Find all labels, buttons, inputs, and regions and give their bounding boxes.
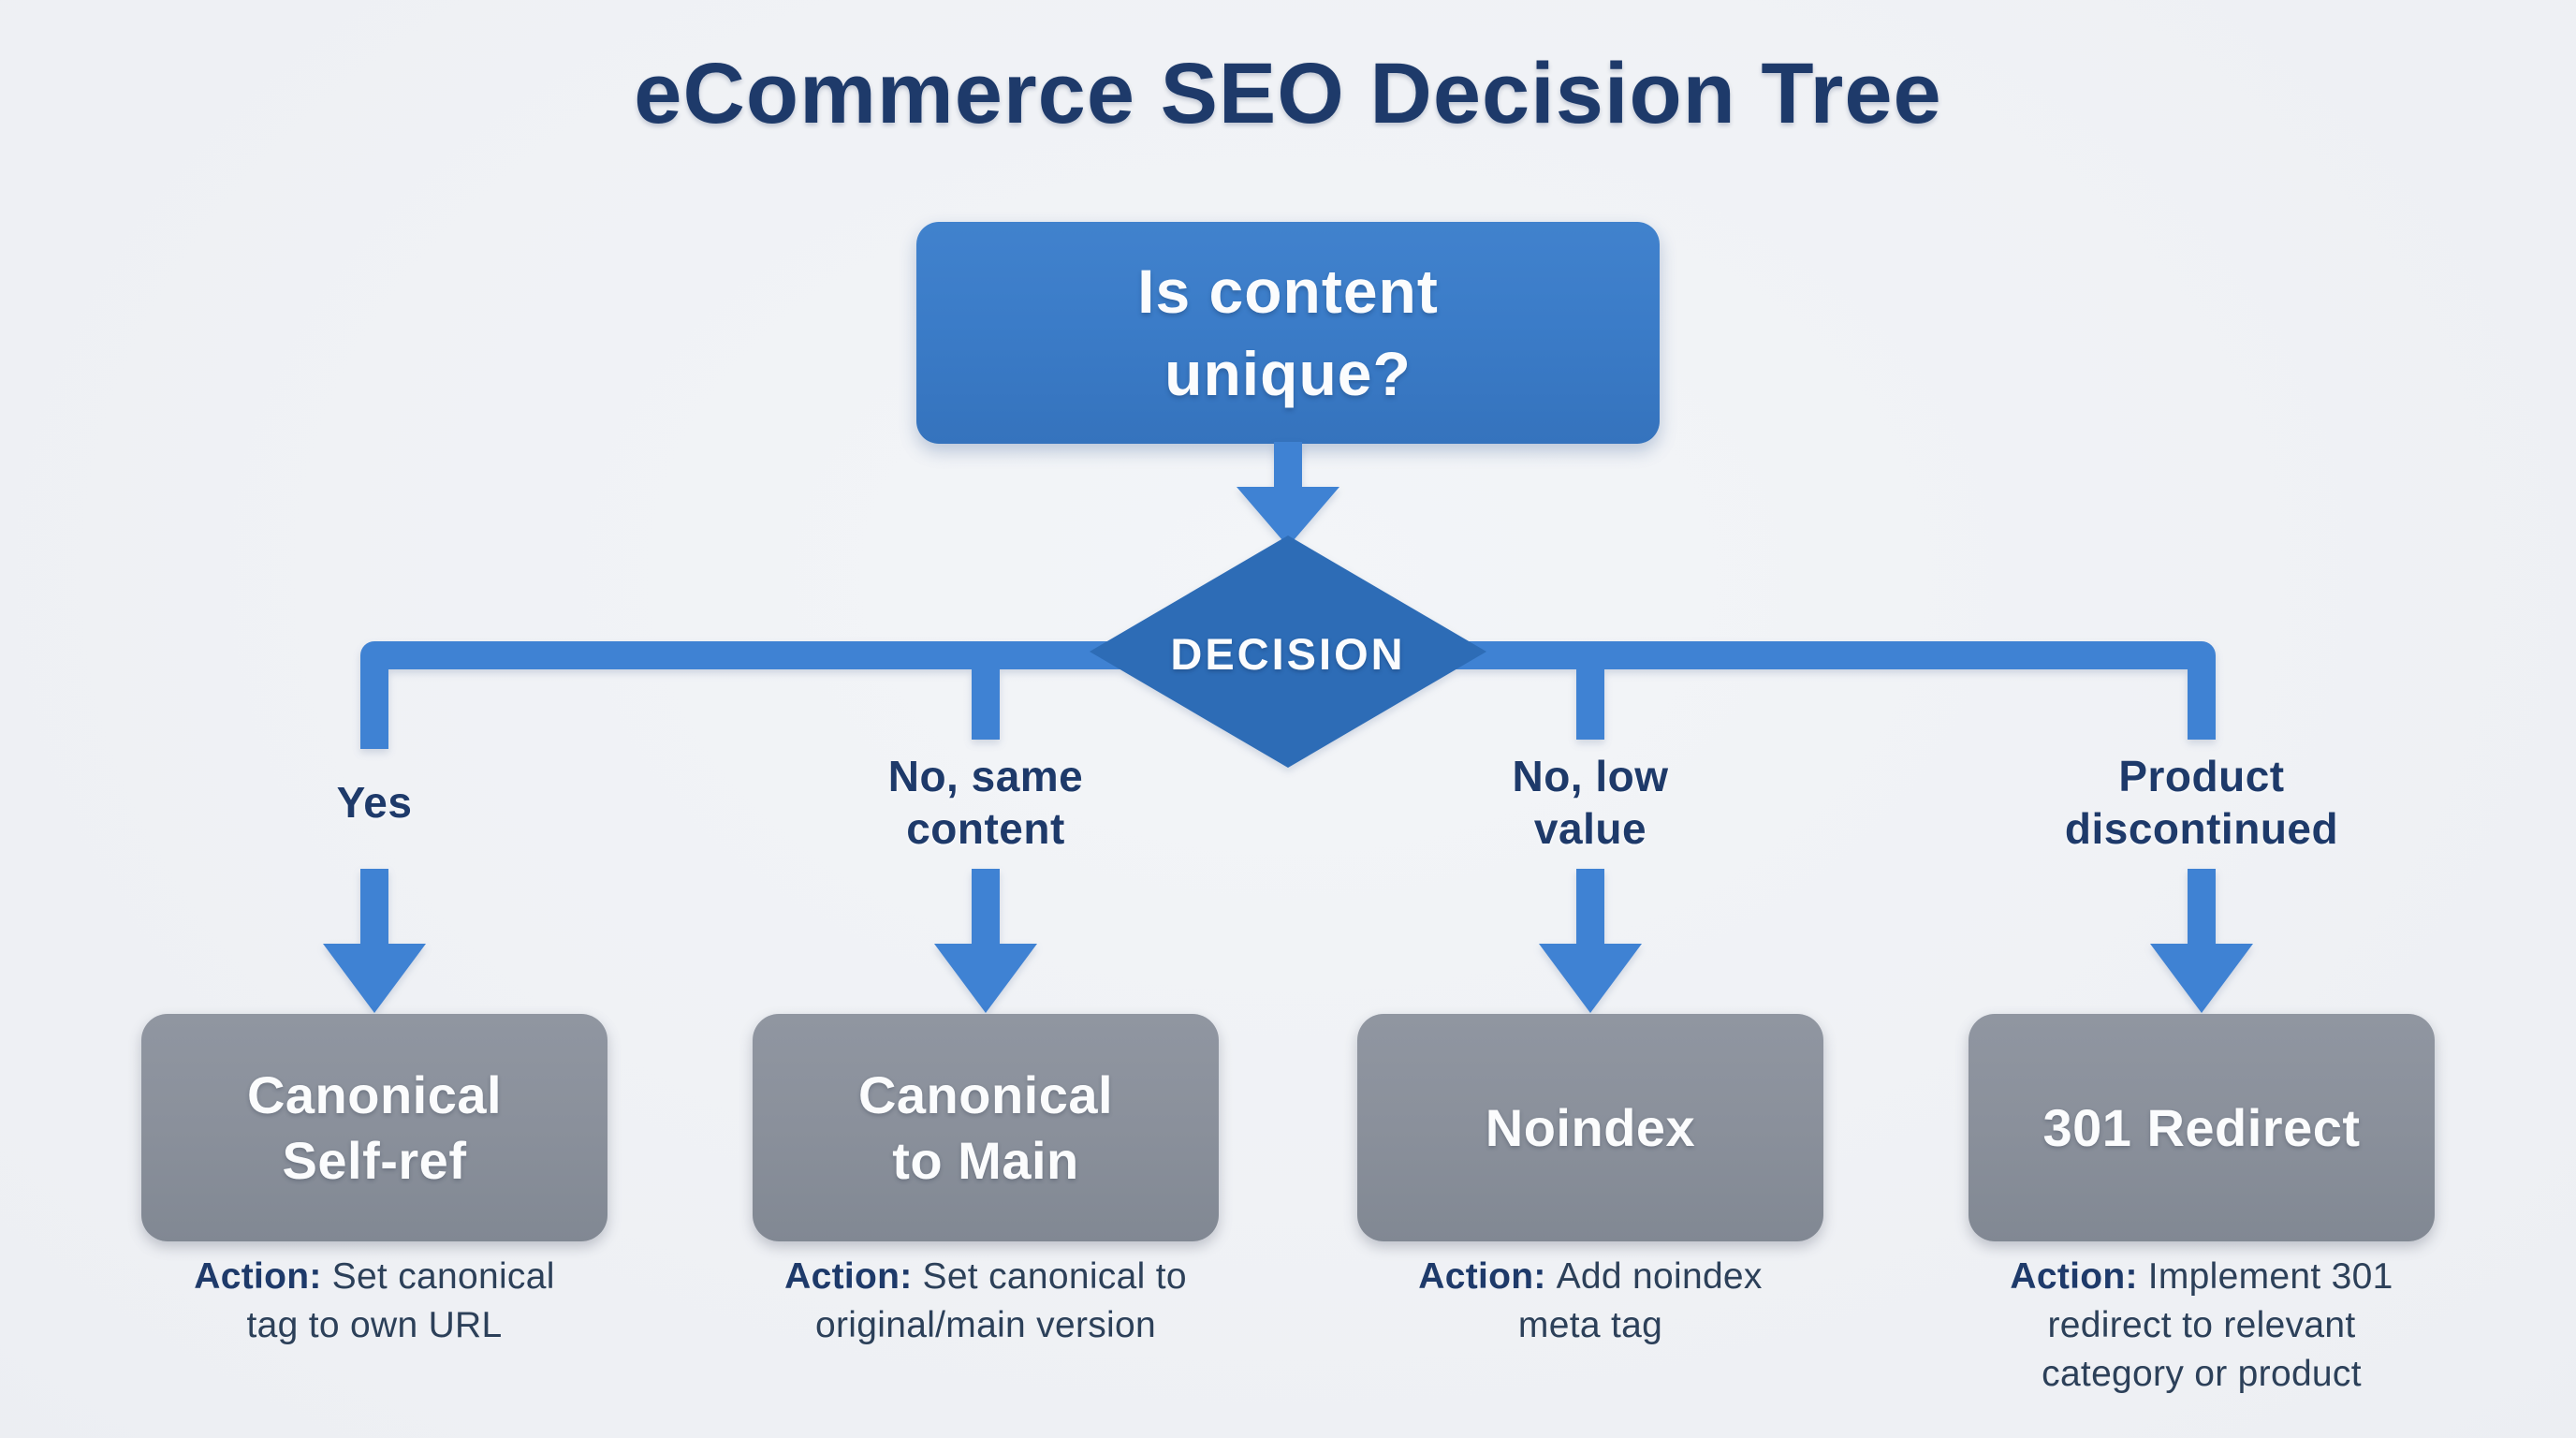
down-arrow-icon <box>934 869 1037 1013</box>
action-note-3: Action:Add noindex meta tag <box>1310 1253 1871 1350</box>
decision-diamond <box>1090 536 1486 768</box>
down-arrow-icon <box>2150 869 2253 1013</box>
result-box-canonical-to-main: Canonical to Main <box>753 1014 1219 1241</box>
down-arrow-icon <box>1539 869 1642 1013</box>
root-question-label: Is content unique? <box>1137 257 1439 408</box>
action-text: Implement 301 redirect to relevant categ… <box>2042 1256 2393 1394</box>
action-prefix: Action: <box>194 1256 322 1297</box>
branch-label-yes: Yes <box>336 777 413 827</box>
action-prefix: Action: <box>1418 1256 1546 1297</box>
branch-label-product-discontinued: Product discontinued <box>2064 751 2339 853</box>
decision-label: DECISION <box>1170 629 1406 679</box>
action-note-1: Action:Set canonical tag to own URL <box>94 1253 655 1350</box>
action-note-2: Action:Set canonical to original/main ve… <box>705 1253 1266 1350</box>
action-prefix: Action: <box>784 1256 913 1297</box>
down-arrow-icon <box>323 869 426 1013</box>
action-text: Add noindex meta tag <box>1517 1256 1763 1345</box>
page-title: eCommerce SEO Decision Tree <box>634 46 1942 141</box>
action-text: Set canonical to original/main version <box>815 1256 1187 1345</box>
branch-label-no-low-value: No, low value <box>1512 751 1669 853</box>
action-prefix: Action: <box>2010 1256 2138 1297</box>
down-arrow-icon <box>1237 442 1339 547</box>
action-note-4: Action:Implement 301 redirect to relevan… <box>1921 1253 2482 1399</box>
result-box-canonical-self-ref: Canonical Self-ref <box>141 1014 607 1241</box>
result-box-301-redirect: 301 Redirect <box>1969 1014 2435 1241</box>
action-text: Set canonical tag to own URL <box>246 1256 555 1345</box>
branch-label-no-same-content: No, same content <box>887 751 1084 853</box>
root-question-node: Is content unique? <box>916 222 1660 444</box>
result-box-noindex: Noindex <box>1357 1014 1823 1241</box>
